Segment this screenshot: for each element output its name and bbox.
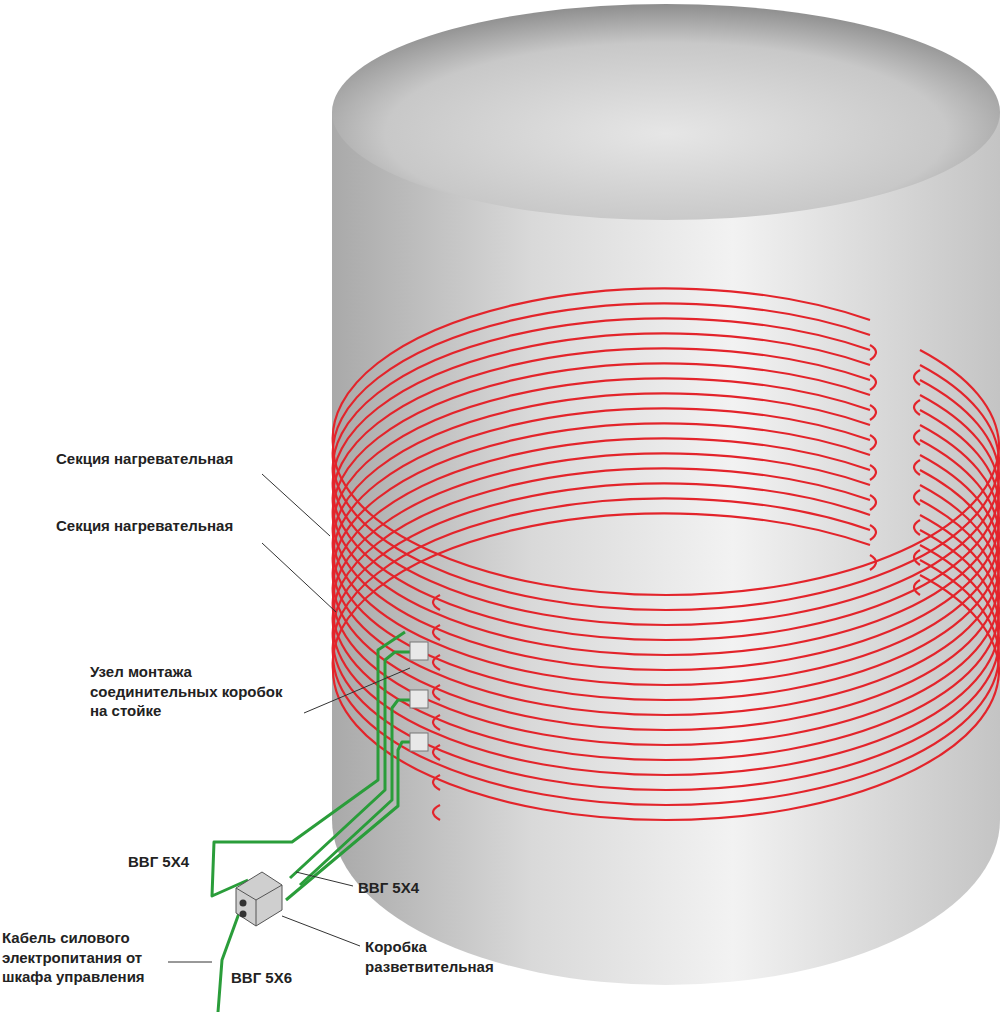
branch-box: [236, 872, 282, 926]
callout-label: Кабель силового электропитания от шкафа …: [2, 928, 180, 987]
heating-cable: [333, 288, 999, 820]
junction-boxes: [410, 642, 428, 751]
callout-label: Узел монтажа соединительных коробок на с…: [90, 662, 295, 721]
tank-top: [332, 4, 1000, 220]
tank-body: [332, 112, 1000, 985]
callout-label: ВВГ 5Х4: [358, 878, 448, 898]
callout-label: Секция нагревательная: [56, 516, 276, 536]
callout-label: ВВГ 5Х4: [128, 852, 218, 872]
callout-label: Секция нагревательная: [56, 449, 276, 469]
callout-label: Коробка разветвительная: [365, 937, 535, 976]
callout-label: ВВГ 5Х6: [231, 968, 321, 988]
